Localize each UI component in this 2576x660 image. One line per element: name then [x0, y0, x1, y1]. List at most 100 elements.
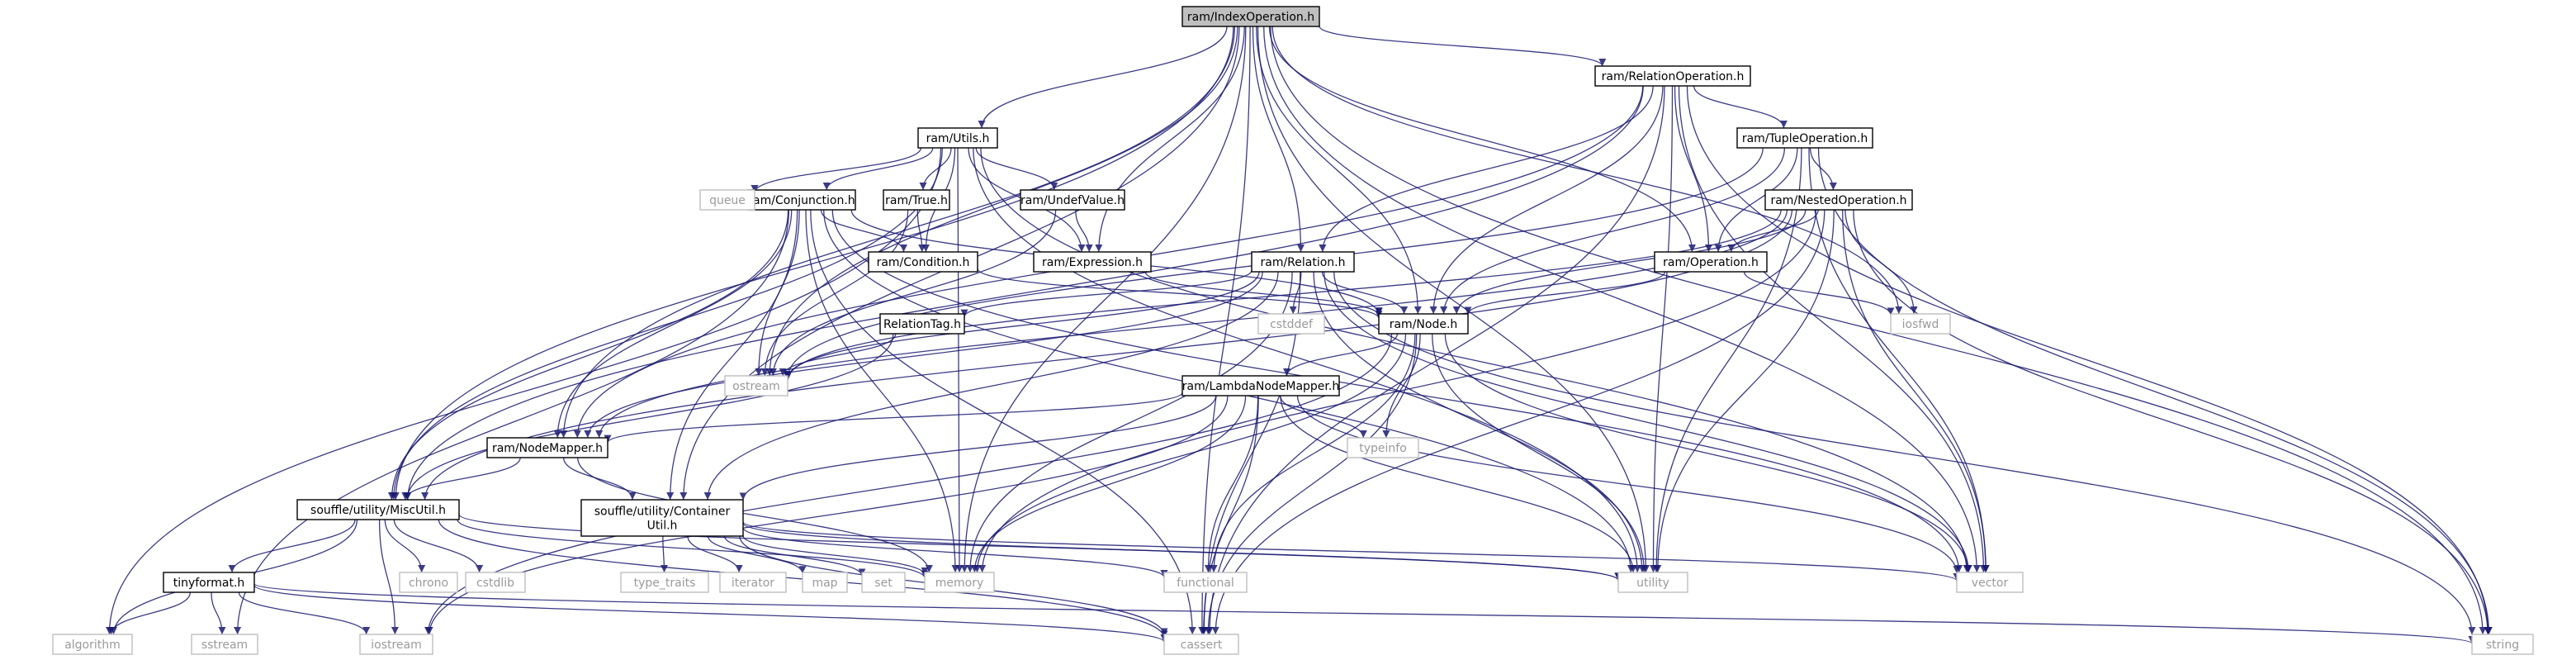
edge-IndexOperation-to-string: [1270, 26, 2487, 635]
node-NodeMapper[interactable]: ram/NodeMapper.h: [486, 437, 608, 458]
edge-IndexOperation-to-Expression: [1095, 26, 1245, 253]
node-label: iterator: [732, 577, 774, 590]
node-label: ram/LambdaNodeMapper.h: [1182, 380, 1339, 393]
node-NestedOperation[interactable]: ram/NestedOperation.h: [1764, 189, 1913, 211]
node-True[interactable]: ram/True.h: [883, 189, 950, 211]
edge-ContainerUtil-to-functional: [742, 527, 1168, 578]
edge-Condition-to-Node: [977, 268, 1383, 319]
edge-NestedOperation-to-utility: [1654, 209, 1835, 573]
node-label: cassert: [1181, 639, 1223, 652]
node-box: [359, 634, 433, 655]
edge-RelationOperation-to-string: [1686, 85, 2493, 635]
node-label: string: [2486, 639, 2519, 652]
edge-LambdaNodeMapper-to-typeinfo: [1280, 395, 1367, 439]
node-label: ram/True.h: [885, 194, 948, 207]
node-box: [465, 572, 526, 593]
edge-Relation-to-Node: [1321, 271, 1409, 315]
node-box: [1257, 313, 1325, 335]
node-Operation[interactable]: ram/Operation.h: [1654, 251, 1768, 273]
node-label: ostream: [732, 380, 780, 393]
node-label: Util.h: [647, 520, 678, 533]
node-label: iosfwd: [1902, 318, 1939, 331]
edge-IndexOperation-to-Utils: [978, 26, 1228, 129]
node-box: [486, 437, 608, 458]
edge-MiscUtil-to-cstdlib: [393, 519, 484, 573]
edge-ContainerUtil-to-map: [707, 535, 807, 574]
node-MiscUtil[interactable]: souffle/utility/MiscUtil.h: [296, 499, 460, 520]
edge-IndexOperation-to-vector: [1263, 26, 1981, 573]
node-iosfwd: iosfwd: [1890, 313, 1951, 335]
node-label: queue: [709, 194, 746, 207]
node-box: [1378, 313, 1469, 335]
node-RelationTag[interactable]: RelationTag.h: [879, 313, 965, 335]
node-label: souffle/utility/Container: [594, 506, 731, 519]
edge-Utils-to-queue: [751, 147, 922, 193]
node-label: ram/Utils.h: [926, 132, 990, 145]
node-Expression[interactable]: ram/Expression.h: [1033, 251, 1152, 273]
node-chrono: chrono: [399, 572, 458, 593]
node-label: vector: [1972, 577, 2009, 590]
node-label: ram/Expression.h: [1042, 256, 1143, 269]
node-tinyformat[interactable]: tinyformat.h: [163, 572, 255, 593]
node-RelationOperation[interactable]: ram/RelationOperation.h: [1594, 65, 1751, 87]
node-iostream: iostream: [359, 634, 433, 655]
node-iterator: iterator: [719, 572, 787, 593]
edge-RelationTag-to-ostream: [779, 333, 897, 377]
node-label: souffle/utility/MiscUtil.h: [310, 504, 446, 517]
edge-LambdaNodeMapper-to-iostream: [425, 395, 1229, 635]
node-label: ram/Node.h: [1390, 318, 1458, 331]
node-Node[interactable]: ram/Node.h: [1378, 313, 1469, 335]
node-TupleOperation[interactable]: ram/TupleOperation.h: [1736, 127, 1873, 149]
edge-Utils-to-memory: [955, 147, 964, 573]
node-label: ram/Operation.h: [1663, 256, 1759, 269]
node-cassert: cassert: [1163, 634, 1239, 655]
edge-MiscUtil-to-iostream: [378, 519, 399, 635]
node-box: [1181, 375, 1340, 396]
edge-Operation-to-Node: [1464, 271, 1665, 315]
node-box: [163, 572, 255, 593]
node-IndexOperation[interactable]: ram/IndexOperation.h: [1181, 6, 1320, 27]
node-box: [1251, 251, 1355, 273]
nodes-layer: ram/IndexOperation.h ram/RelationOperatio…: [52, 6, 2534, 655]
edge-LambdaNodeMapper-to-NodeMapper: [604, 392, 1183, 444]
node-queue: queue: [699, 189, 755, 211]
node-box: [1890, 313, 1951, 335]
node-LambdaNodeMapper[interactable]: ram/LambdaNodeMapper.h: [1181, 375, 1340, 396]
node-label: iostream: [371, 639, 422, 652]
node-box: [1033, 251, 1152, 273]
edge-Utils-to-MiscUtil: [390, 147, 943, 501]
edge-Conjunction-to-ContainerUtil: [666, 209, 798, 501]
node-Conjunction[interactable]: ram/Conjunction.h: [747, 189, 856, 211]
node-box: [1736, 127, 1873, 149]
edge-Utils-to-UndefValue: [975, 147, 1058, 191]
node-box: [1764, 189, 1913, 211]
edge-tinyformat-to-sstream: [211, 591, 226, 635]
node-Utils[interactable]: ram/Utils.h: [917, 127, 998, 149]
edge-RelationOperation-to-Node: [1429, 85, 1664, 315]
edge-True-to-Condition: [916, 209, 926, 253]
edge-Relation-to-cstddef: [1289, 271, 1302, 315]
edge-IndexOperation-to-RelationOperation: [1319, 26, 1607, 67]
node-Relation[interactable]: ram/Relation.h: [1251, 251, 1355, 273]
node-label: ram/RelationOperation.h: [1602, 70, 1745, 83]
edge-RelationOperation-to-MiscUtil: [404, 85, 1644, 501]
node-cstddef: cstddef: [1257, 313, 1325, 335]
node-UndefValue[interactable]: ram/UndefValue.h: [1020, 189, 1125, 211]
edges-layer: [105, 26, 2493, 644]
node-box: [1020, 189, 1125, 211]
edge-RelationOperation-to-Relation: [1319, 85, 1654, 253]
node-label: utility: [1636, 577, 1669, 590]
edge-IndexOperation-to-Node: [1256, 26, 1422, 315]
node-label: set: [874, 577, 893, 590]
node-box: [802, 572, 848, 593]
node-Condition[interactable]: ram/Condition.h: [868, 251, 978, 273]
edge-LambdaNodeMapper-to-ContainerUtil: [739, 395, 1217, 501]
edge-IndexOperation-to-Operation: [1268, 26, 1697, 253]
node-box: [1594, 65, 1751, 87]
edge-NestedOperation-to-string: [1853, 209, 2492, 635]
edge-IndexOperation-to-NodeMapper: [560, 26, 1236, 439]
edge-IndexOperation-to-memory: [960, 26, 1247, 573]
edge-NestedOperation-to-Operation: [1727, 209, 1819, 253]
edge-ContainerUtil-to-iterator: [687, 535, 743, 573]
